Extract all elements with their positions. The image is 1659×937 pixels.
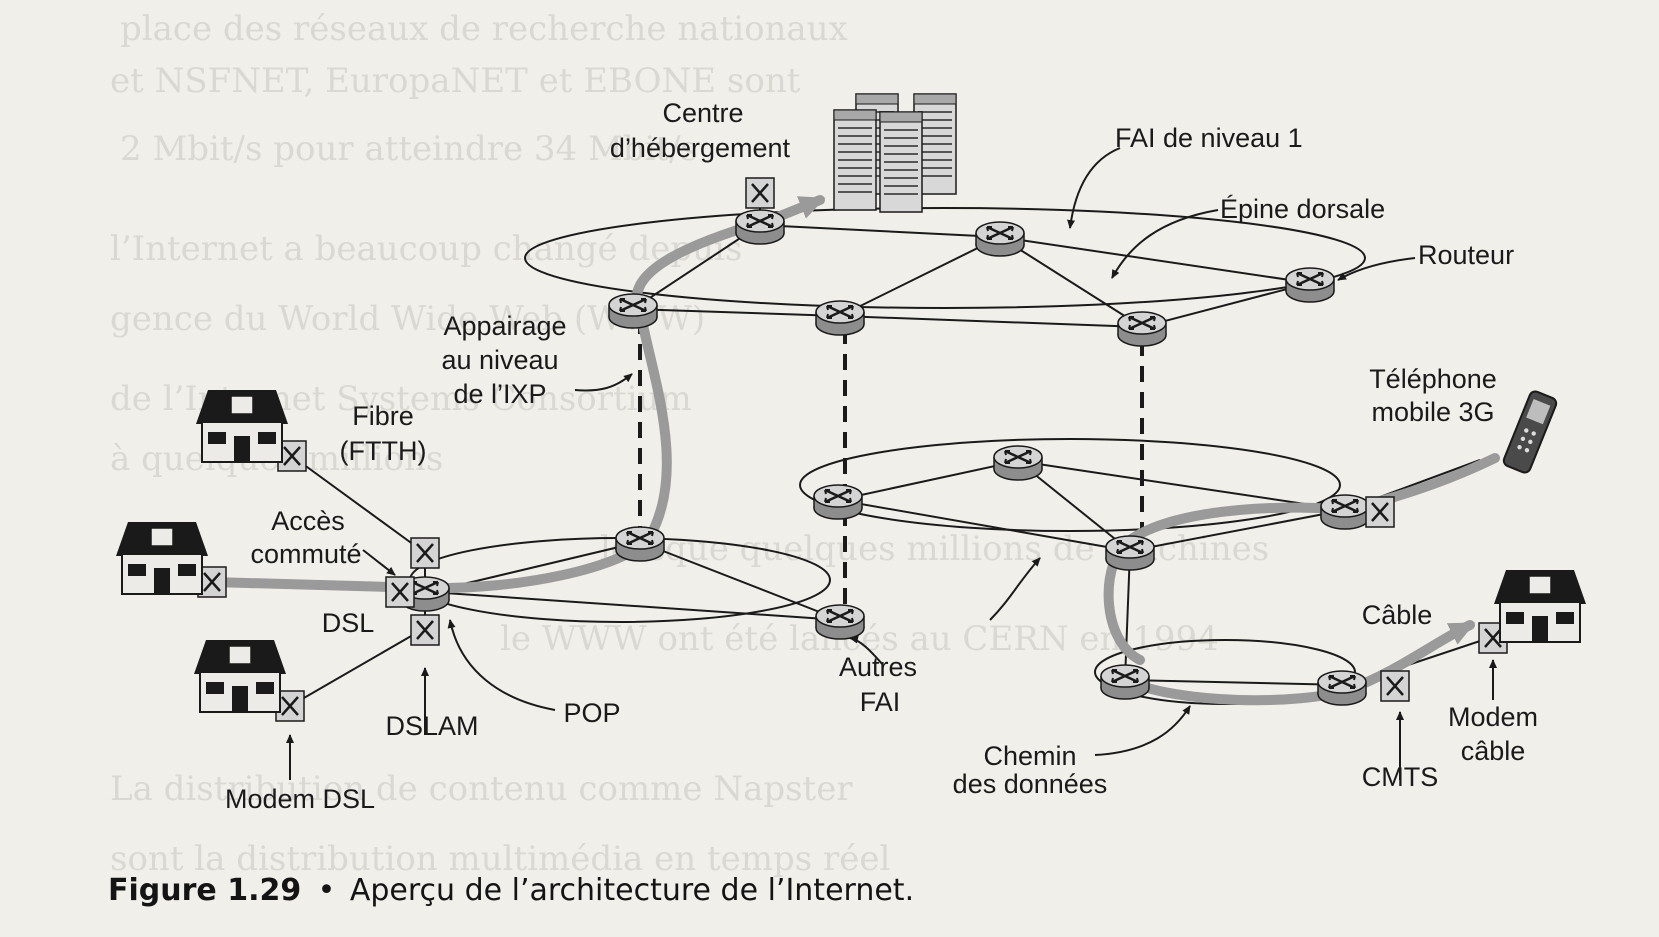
- background-bleed-texture: place des réseaux de recherche nationaux…: [110, 9, 1269, 879]
- label-backbone: Épine dorsale: [1220, 194, 1385, 224]
- router-node: [607, 292, 659, 330]
- router-node: [1316, 669, 1368, 707]
- label-dialup-line2: commuté: [250, 539, 361, 569]
- svg-text:Figure 1.29 • Aper: Figure 1.29 • Aperçu de l’architecture d…: [108, 873, 914, 908]
- ixp-peering-links: [638, 318, 1144, 610]
- label-cmts: CMTS: [1362, 762, 1439, 792]
- label-ixp-line2: au niveau: [441, 345, 558, 375]
- label-cable-modem-line2: câble: [1461, 736, 1526, 766]
- caption-separator: •: [318, 873, 336, 908]
- mid-isp-ring: [799, 438, 1341, 532]
- cmts-switch-icon: [1379, 669, 1411, 703]
- label-other-isp-line2: FAI: [860, 687, 901, 717]
- dslam-switch-icon: [409, 613, 441, 647]
- label-tier1-isp: FAI de niveau 1: [1115, 123, 1303, 153]
- label-router: Routeur: [1418, 240, 1514, 270]
- label-pop: POP: [563, 698, 620, 728]
- backbone-mesh-links: [429, 198, 1349, 686]
- router-node: [974, 220, 1026, 258]
- svg-text:2 Mbit/s pour atteindre 34 Mbi: 2 Mbit/s pour atteindre 34 Mbit/s: [120, 129, 698, 169]
- label-dsl: DSL: [322, 608, 375, 638]
- router-node: [734, 208, 786, 246]
- label-pointers: [286, 147, 1497, 780]
- label-cable: Câble: [1362, 600, 1433, 630]
- label-ixp-line1: Appairage: [443, 311, 566, 341]
- router-node: [814, 603, 866, 641]
- caption-number: Figure 1.29: [108, 873, 301, 908]
- hosting-servers-icon: [833, 93, 957, 213]
- dsl-home-icon: [193, 639, 287, 713]
- svg-text:et NSFNET, EuropaNET et EBONE: et NSFNET, EuropaNET et EBONE sont: [110, 61, 801, 101]
- fiber-home-icon: [195, 389, 289, 463]
- tier1-backbone-ring: [524, 207, 1366, 309]
- svg-text:sont la distribution multimédi: sont la distribution multimédia en temps…: [110, 839, 890, 879]
- svg-text:La distribution de contenu com: La distribution de contenu comme Napster: [110, 769, 853, 809]
- label-fiber-line1: Fibre: [352, 401, 414, 431]
- router-node: [812, 483, 864, 521]
- label-data-path-line1: Chemin: [983, 741, 1076, 771]
- svg-text:gence du World Wide Web (WWW): gence du World Wide Web (WWW): [110, 299, 705, 339]
- router-node: [614, 525, 666, 563]
- router-node: [992, 444, 1044, 482]
- label-modem-dsl: Modem DSL: [225, 784, 375, 814]
- figure-caption: Figure 1.29 • Aperçu de l’architecture d…: [108, 873, 914, 908]
- cable-home-icon: [1493, 569, 1587, 643]
- hosting-switch-icon: [744, 176, 776, 210]
- router-node: [1104, 534, 1156, 572]
- dialup-home-icon: [115, 521, 209, 595]
- router-node: [1099, 663, 1151, 701]
- label-mobile-line2: mobile 3G: [1371, 397, 1494, 427]
- router-node: [1284, 266, 1336, 304]
- label-dialup-line1: Accès: [271, 506, 345, 536]
- mobile-basestation-icon: [1364, 495, 1396, 529]
- dslam-switch-icon: [409, 536, 441, 570]
- label-dslam: DSLAM: [385, 711, 478, 741]
- dslam-switch-icon: [384, 575, 416, 609]
- router-node: [1116, 310, 1168, 348]
- label-ixp-line3: de l’IXP: [453, 379, 546, 409]
- caption-text: Aperçu de l’architecture de l’Internet.: [350, 873, 914, 908]
- router-node: [1319, 493, 1371, 531]
- label-cable-modem-line1: Modem: [1448, 702, 1538, 732]
- label-other-isp-line1: Autres: [839, 652, 917, 682]
- svg-text:lorsque quelques millions de m: lorsque quelques millions de machines: [600, 529, 1269, 569]
- label-hosting-line2: d’hébergement: [610, 133, 791, 163]
- svg-text:place des réseaux de recherche: place des réseaux de recherche nationaux: [120, 9, 848, 49]
- mobile-phone-icon: [1502, 390, 1558, 474]
- label-hosting-line1: Centre: [662, 98, 743, 128]
- router-node: [814, 299, 866, 337]
- label-data-path-line2: des données: [953, 769, 1108, 799]
- label-mobile-line1: Téléphone: [1369, 364, 1497, 394]
- svg-text:l’Internet a beaucoup changé d: l’Internet a beaucoup changé depuis: [110, 229, 742, 269]
- diagram-labels: Centre d’hébergement FAI de niveau 1 Épi…: [225, 98, 1538, 814]
- label-fiber-line2: (FTTH): [340, 436, 427, 466]
